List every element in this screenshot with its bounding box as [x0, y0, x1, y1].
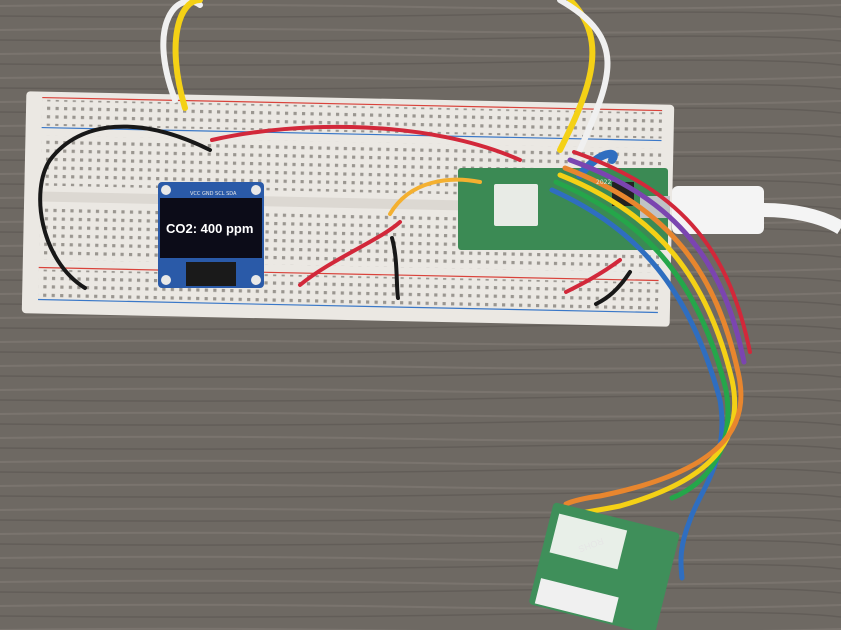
usb-cable — [672, 186, 841, 235]
oled-pin-labels: VCC GND SCL SDA — [190, 191, 237, 197]
co2-sensor — [529, 502, 680, 630]
pico-silkscreen-label: 2022 — [596, 179, 612, 186]
jumper-wires — [38, 0, 752, 581]
oled-display-text: CO2: 400 ppm — [166, 221, 254, 236]
oled-module — [158, 182, 264, 288]
